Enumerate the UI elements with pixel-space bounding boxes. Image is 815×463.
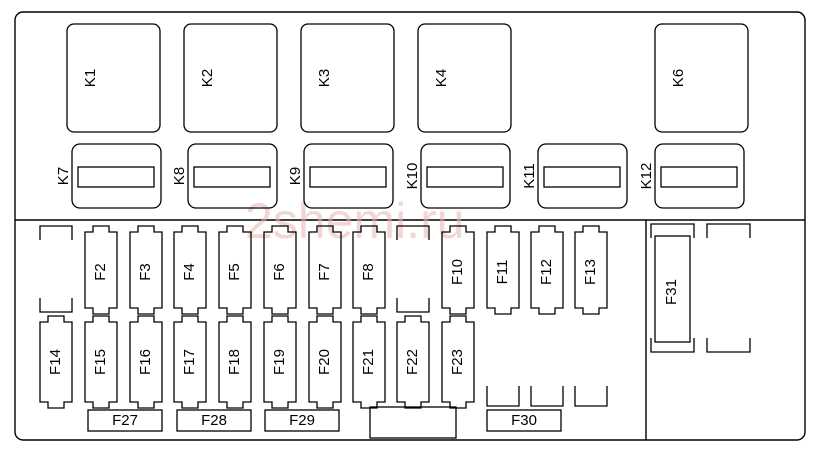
fuse-f13: F13 <box>574 225 608 315</box>
fuse-label: F6 <box>271 263 288 281</box>
empty-slot <box>39 225 73 313</box>
empty-fuse-slots <box>39 223 751 439</box>
fuse-label: F14 <box>47 349 64 375</box>
large-relays: K1 K2 K3 K4 K6 <box>66 23 749 133</box>
fuse-f28: F28 <box>176 409 252 432</box>
fuse-f12: F12 <box>530 225 564 315</box>
fuse-box-outline <box>14 11 806 441</box>
relay-label: K11 <box>521 163 538 189</box>
fuse-label: F21 <box>360 349 377 375</box>
fuse-f30: F30 <box>486 409 562 432</box>
small-relays: K7 K8 K9 K10 K11 K12 <box>55 143 745 209</box>
relay-k8: K8 <box>171 143 278 209</box>
fuse-label: F30 <box>511 412 537 429</box>
fuse-f27: F27 <box>87 409 163 432</box>
relay-k11: K11 <box>521 143 628 209</box>
relay-k3: K3 <box>300 23 395 133</box>
empty-slot <box>574 386 608 407</box>
fuse-label: F12 <box>538 259 555 285</box>
fuse-label: F10 <box>449 259 466 285</box>
fuse-label: F8 <box>360 263 377 281</box>
fuse-f6: F6 <box>263 225 297 315</box>
relay-label: K7 <box>55 167 72 185</box>
horizontal-fuses: F27 F28 F29 F30 <box>87 409 562 432</box>
fuse-label: F18 <box>226 349 243 375</box>
fuse-f7: F7 <box>308 225 342 315</box>
fuse-label: F3 <box>137 263 154 281</box>
fuse-f18: F18 <box>218 315 252 409</box>
fuse-label: F19 <box>271 349 288 375</box>
relay-k10: K10 <box>404 143 511 209</box>
fuse-label: F22 <box>404 349 421 375</box>
fuse-f8: F8 <box>352 225 386 315</box>
fuse-label: F29 <box>289 412 315 429</box>
empty-slot <box>396 225 430 313</box>
relay-k6: K6 <box>654 23 749 133</box>
relay-k2: K2 <box>183 23 278 133</box>
fuse-f16: F16 <box>129 315 163 409</box>
fuse-label: F23 <box>449 349 466 375</box>
relay-label: K8 <box>171 167 188 185</box>
fuse-f15: F15 <box>84 315 118 409</box>
fuse-label: F15 <box>92 349 109 375</box>
fuse-f10: F10 <box>441 225 475 315</box>
relay-label: K3 <box>316 69 333 87</box>
fuse-f23: F23 <box>441 315 475 409</box>
empty-large-slot <box>706 223 751 353</box>
relay-label: K6 <box>670 69 687 87</box>
fuse-label: F5 <box>226 263 243 281</box>
relay-k12: K12 <box>638 143 745 209</box>
fuse-f4: F4 <box>173 225 207 315</box>
relay-label: K10 <box>404 163 421 190</box>
relay-label: K1 <box>82 69 99 87</box>
fuse-f3: F3 <box>129 225 163 315</box>
empty-horizontal-slot <box>369 406 457 439</box>
fuse-label: F11 <box>494 260 511 285</box>
relay-label: K2 <box>199 69 216 87</box>
fuse-f22: F22 <box>396 315 430 409</box>
fuse-label: F4 <box>181 263 198 281</box>
fuse-label: F28 <box>201 412 227 429</box>
fuse-f2: F2 <box>84 225 118 315</box>
relay-label: K4 <box>433 69 450 87</box>
fuse-f17: F17 <box>173 315 207 409</box>
large-fuse: F31 <box>650 223 695 353</box>
fuse-f14: F14 <box>39 315 73 409</box>
relay-label: K9 <box>287 167 304 185</box>
fuse-label: F27 <box>112 412 138 429</box>
fuse-f31: F31 <box>650 223 695 353</box>
fuse-label: F2 <box>92 263 109 281</box>
fuse-f20: F20 <box>308 315 342 409</box>
relay-k9: K9 <box>287 143 394 209</box>
relay-k4: K4 <box>417 23 512 133</box>
relay-k7: K7 <box>55 143 162 209</box>
fuse-f21: F21 <box>352 315 386 409</box>
relay-k1: K1 <box>66 23 161 133</box>
fuse-f19: F19 <box>263 315 297 409</box>
fuse-label: F13 <box>582 259 599 285</box>
empty-slot <box>486 386 520 407</box>
empty-slot <box>530 386 564 407</box>
fuse-label: F16 <box>137 349 154 375</box>
fuse-label: F31 <box>663 279 680 305</box>
watermark: 2shemi.ru <box>245 193 465 249</box>
fuse-label: F17 <box>181 349 198 375</box>
fuse-label: F7 <box>316 263 333 281</box>
relay-label: K12 <box>638 163 655 190</box>
fuse-f29: F29 <box>264 409 340 432</box>
fuse-label: F20 <box>316 349 333 375</box>
fuse-f11: F11 <box>486 225 520 315</box>
fuse-f5: F5 <box>218 225 252 315</box>
